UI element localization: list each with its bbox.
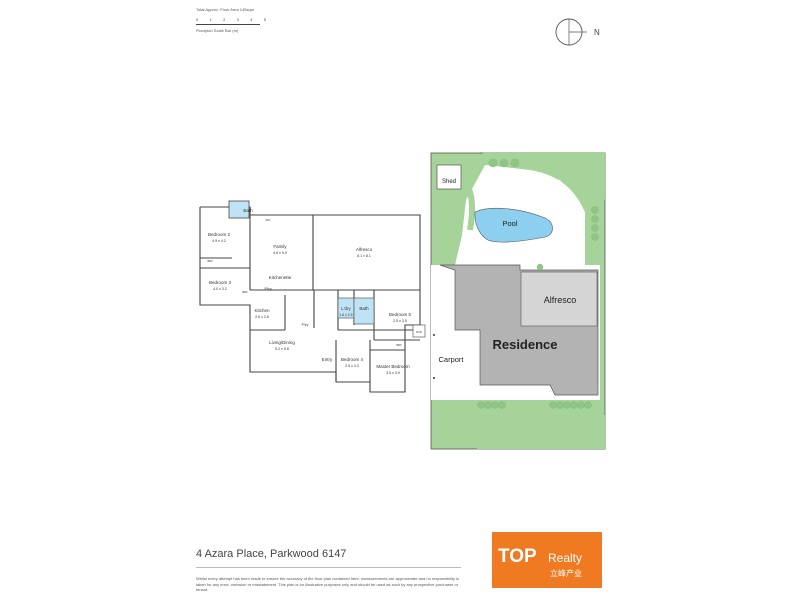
scale-number: 1 <box>209 18 212 22</box>
disclaimer-text: Whilst every attempt has been made to en… <box>196 576 460 592</box>
compass-icon: N <box>555 18 600 46</box>
room-alfresco-name: Alfresco <box>356 247 373 252</box>
room-family-dims: 4.6 x 5.9 <box>273 251 287 255</box>
room-bedroom4-dims: 2.6 x 3.3 <box>345 364 359 368</box>
room-bedroom2-dims: 4.9 x 4.2 <box>212 239 226 243</box>
site-residence-label: Residence <box>492 337 557 352</box>
site-plan: Shed Pool Alfresco Residence Carport <box>430 152 606 450</box>
site-carport-label: Carport <box>438 355 464 364</box>
compass: N <box>553 15 603 51</box>
scale-number: 3 <box>236 18 239 22</box>
room-bedroom4-name: Bedroom 4 <box>341 357 364 362</box>
logo-chinese: 立峰产业 <box>550 568 582 578</box>
room-entry: Entry <box>322 357 333 362</box>
site-shed <box>436 164 462 190</box>
room-bedroom3-name: Bedroom 3 <box>209 280 232 285</box>
site-alfresco-label: Alfresco <box>544 295 577 305</box>
room-living-name: Living/Dining <box>269 340 295 345</box>
room-kitchen-dims: 2.6 x 2.6 <box>255 315 269 319</box>
floor-area-text: Total Approx. Floor Area 145sqm <box>196 7 255 12</box>
room-kitchenette: Kitchenette <box>269 275 292 280</box>
room-bath-mid: Bath <box>359 306 369 311</box>
room-bir-3: BIR <box>396 343 402 347</box>
site-pool <box>474 207 553 243</box>
logo-graphic: TOP Realty 立峰产业 <box>492 532 602 588</box>
scale-number: 2 <box>223 18 226 22</box>
scale-caption: Floorplan Scale Bar (m) <box>196 28 239 33</box>
logo-brand-top: TOP <box>498 546 537 567</box>
top-realty-logo: TOP Realty 立峰产业 <box>492 532 602 588</box>
property-address: 4 Azara Place, Parkwood 6147 <box>196 548 347 560</box>
room-laundry-dims: 1.6 x 2.6 <box>339 313 352 317</box>
room-kitchen-name: Kitchen <box>254 308 270 313</box>
scale-number: 0 <box>196 18 198 22</box>
scale-number: 4 <box>250 18 253 22</box>
room-bir-2: BIR <box>242 290 248 294</box>
room-bedroom5-dims: 2.5 x 3.5 <box>393 319 407 323</box>
room-wc: WC <box>266 218 272 222</box>
room-living-dims: 5.2 x 5.8 <box>275 347 289 351</box>
room-bedroom5-name: Bedroom 5 <box>389 312 412 317</box>
site-pool-label: Pool <box>502 219 517 228</box>
room-master-dims: 3.5 x 3.9 <box>386 371 400 375</box>
room-bedroom3-dims: 4.0 x 3.2 <box>213 287 227 291</box>
compass-north-label: N <box>594 28 600 37</box>
logo-brand-realty: Realty <box>548 551 582 565</box>
room-pantry-1: P'try <box>264 287 271 291</box>
room-bedroom2-name: Bedroom 2 <box>208 232 231 237</box>
room-bath-top: Bath <box>243 208 253 213</box>
room-alfresco-dims: 8.1 x 8.1 <box>357 254 371 258</box>
room-family-name: Family <box>273 244 287 249</box>
site-shed-label: Shed <box>442 179 456 185</box>
room-laundry-name: L'dry <box>341 306 351 311</box>
site-alfresco <box>520 271 598 327</box>
room-master-name: Master Bedroom <box>376 364 410 369</box>
room-dishwasher: D/W <box>416 330 422 334</box>
floor-plan: Bath WC Bedroom 2 4.9 x 4.2 Family 4.6 x… <box>199 200 426 393</box>
footer-divider <box>196 567 461 568</box>
room-pantry-2: P'try <box>302 323 309 327</box>
scale-number: 5 <box>264 18 266 22</box>
room-bir-1: BIR <box>207 259 213 263</box>
